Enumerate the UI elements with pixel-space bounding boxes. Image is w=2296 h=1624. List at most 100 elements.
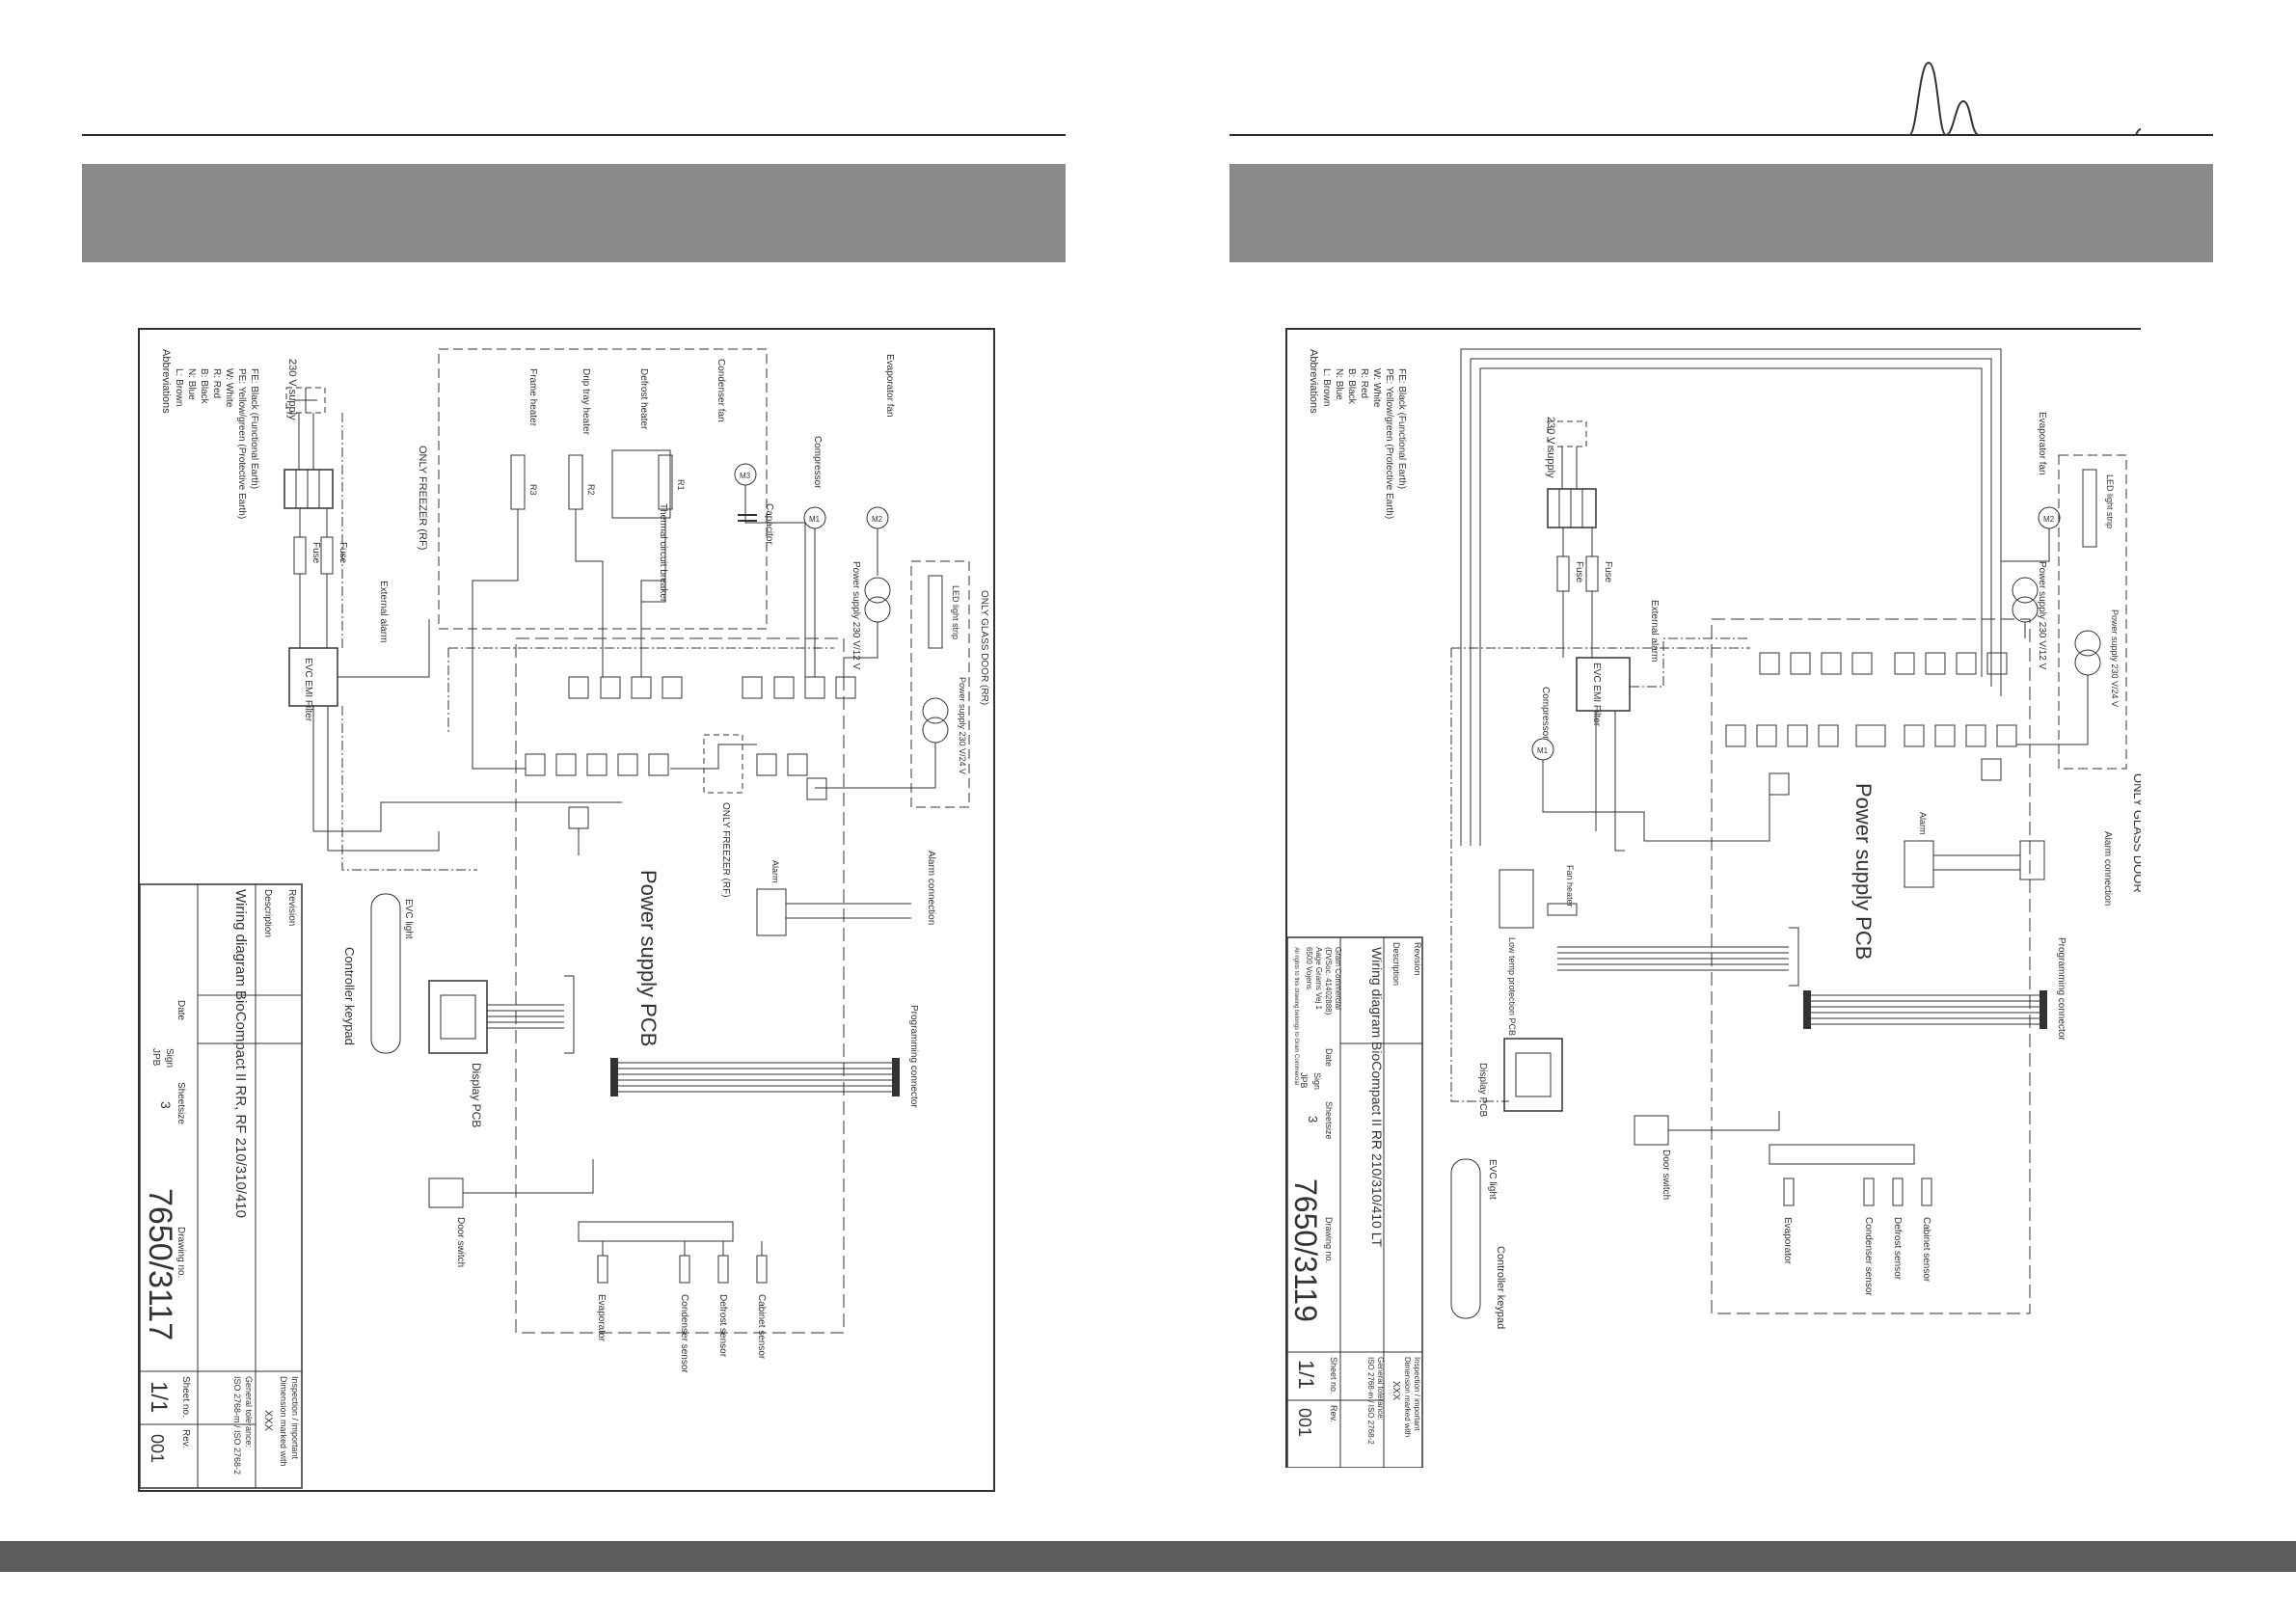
left-sheetsize-value: 3: [158, 1101, 174, 1109]
right-header-rule: [1229, 134, 2213, 136]
left-compressor-label: Compressor: [812, 436, 823, 489]
right-sheet-no-label: Sheet no.: [1329, 1357, 1338, 1394]
right-alarm-connector: [1904, 840, 1934, 888]
left-controller-keypad-label: Controller keypad: [342, 947, 357, 1045]
left-legend-item: L: Brown: [174, 368, 184, 406]
right-wiring-sheet: Abbreviations L: Brown N: Blue B: Black …: [1285, 328, 2141, 1468]
left-transformer-icon: [864, 577, 891, 604]
right-legend: Abbreviations L: Brown N: Blue B: Black …: [1308, 349, 1407, 519]
right-tolerance-label: General tolerance:: [1376, 1357, 1385, 1421]
left-glass-door-label: ONLY GLASS DOOR (RR): [979, 590, 989, 705]
right-low-temp-pcb: [1499, 869, 1534, 929]
left-alarm-label: Alarm: [770, 860, 780, 883]
right-description-label: Description: [1391, 942, 1401, 986]
left-supply-label: 230 V supply: [286, 359, 298, 420]
right-power-supply-label: Power supply 230 V/12 V: [2037, 561, 2047, 670]
left-m2: M2: [872, 515, 883, 524]
left-legend-item: B: Black: [199, 368, 209, 405]
left-drawing-title: Wiring diagram BioCompact II RR, RF 210/…: [232, 889, 249, 1218]
right-controller-keypad: [1450, 1158, 1481, 1319]
right-drawing-no-label: Drawing no.: [1324, 1217, 1334, 1263]
right-evaporator-fan-label: Evaporator fan: [2037, 412, 2047, 475]
right-sign-value: JPB: [1299, 1072, 1309, 1089]
left-legend-item: PE: Yellow/green (Protective Earth): [236, 368, 247, 519]
right-company-line: Gram Commercial: [1334, 947, 1342, 1010]
right-alarm-label: Alarm: [1918, 812, 1928, 835]
left-drip-tray-label: Drip tray heater: [581, 368, 591, 436]
right-company-line: (DVSoc. 41402888): [1324, 947, 1333, 1015]
left-wiring-diagram: Abbreviations L: Brown N: Blue B: Black …: [140, 348, 989, 1489]
right-sheetsize-value: 3: [1306, 1116, 1320, 1123]
left-inspection-label: Inspection / important: [290, 1376, 300, 1460]
right-iso-label: ISO 2768-m / ISO 2768-2: [1366, 1357, 1375, 1445]
left-only-freezer-label: ONLY FREEZER (RF): [417, 446, 428, 550]
right-fuse-label: Fuse: [1603, 561, 1613, 583]
left-thermal-breaker-label: Thermal circuit breaker: [658, 503, 668, 603]
right-display-pcb-label: Display PCB: [1477, 1063, 1488, 1117]
right-drawing-number: 7650/3119: [1288, 1178, 1323, 1322]
left-power-supply-pcb: [515, 637, 845, 1334]
right-external-alarm-label: External alarm: [1649, 600, 1660, 662]
right-m1: M1: [1537, 746, 1549, 755]
left-title-block: Revision Description Wiring diagram BioC…: [140, 883, 303, 1489]
left-programming-connector-label: Programming connector: [908, 1005, 919, 1108]
right-sheetsize-label: Sheetsize: [1324, 1101, 1334, 1140]
right-m2: M2: [2043, 515, 2055, 524]
left-legend-item: W: White: [224, 368, 234, 408]
right-terminal-block: [1547, 488, 1597, 528]
left-legend: Abbreviations L: Brown N: Blue B: Black …: [160, 349, 259, 519]
left-defrost-heater-label: Defrost heater: [638, 368, 649, 430]
right-legend-item: L: Brown: [1321, 368, 1332, 406]
right-supply-label: 230 V supply: [1545, 417, 1556, 478]
left-drip-tray-heater: [568, 454, 583, 510]
left-fuse-label: Fuse: [311, 542, 321, 564]
right-header-band: [1229, 164, 2213, 262]
left-sheet-no-label: Sheet no.: [180, 1376, 191, 1418]
right-glass-door-box: [2058, 454, 2127, 770]
right-led-strip-label: LED light strip: [2105, 474, 2115, 528]
right-legend-item: N: Blue: [1334, 368, 1344, 400]
left-drawing-no-label: Drawing no.: [176, 1227, 186, 1278]
left-r3: R3: [528, 484, 538, 496]
left-display-pcb-label: Display PCB: [470, 1063, 483, 1127]
left-fuse-1: [293, 536, 307, 575]
right-relay-row-bottom: [1725, 724, 2017, 796]
right-legend-item: FE: Black (Functional Earth): [1396, 368, 1407, 489]
left-cabinet-sensor-label: Cabinet sensor: [756, 1294, 767, 1360]
left-alarm-connection-label: Alarm connection: [926, 851, 936, 925]
right-emi-label: EVC EMI Filter: [1591, 663, 1602, 727]
left-controller-keypad: [370, 893, 401, 1054]
right-evaporator-label: Evaporator: [1782, 1217, 1793, 1265]
left-iso-label: ISO 2768-m / ISO 2768-2: [232, 1376, 242, 1475]
left-condenser-fan-label: Condenser fan: [716, 359, 726, 422]
left-door-switch: [428, 1177, 464, 1208]
right-fan-heater: [1547, 903, 1578, 916]
left-header-rule: [82, 134, 1066, 136]
left-sign-label: Sign: [164, 1048, 175, 1068]
right-rev-value: 001: [1295, 1408, 1314, 1437]
right-legend-item: PE: Yellow/green (Protective Earth): [1384, 368, 1394, 519]
right-fuse-1: [1556, 555, 1570, 592]
right-programming-header: [1803, 990, 1811, 1029]
left-frame-heater: [510, 454, 526, 510]
left-rev-label: Rev.: [180, 1429, 191, 1448]
left-only-freezer-mid: ONLY FREEZER (RF): [720, 802, 731, 898]
left-r1: R1: [676, 479, 686, 491]
left-description-label: Description: [262, 889, 273, 937]
right-programming-connector-label: Programming connector: [2056, 937, 2066, 1041]
left-sheetsize-label: Sheetsize: [176, 1082, 186, 1124]
right-company-line: Aage Grams Vej 1: [1314, 947, 1323, 1010]
peak-logo-icon: [1890, 61, 2141, 137]
left-glass-door-box: [910, 560, 970, 808]
right-legend-item: W: White: [1371, 368, 1382, 408]
right-supply-plug: [1547, 420, 1587, 447]
right-dimension-label: Dimension marked with: [1403, 1357, 1412, 1437]
right-rev-label: Rev.: [1329, 1405, 1338, 1422]
left-relay-row-bottom: [525, 734, 827, 829]
left-display-pcb: [428, 980, 488, 1054]
left-rev-value: 001: [148, 1434, 167, 1463]
left-legend-item: FE: Black (Functional Earth): [249, 368, 259, 489]
left-legend-item: N: Blue: [186, 368, 197, 400]
left-defrost-sensor-label: Defrost sensor: [717, 1294, 728, 1358]
right-fuse-label: Fuse: [1574, 561, 1584, 583]
